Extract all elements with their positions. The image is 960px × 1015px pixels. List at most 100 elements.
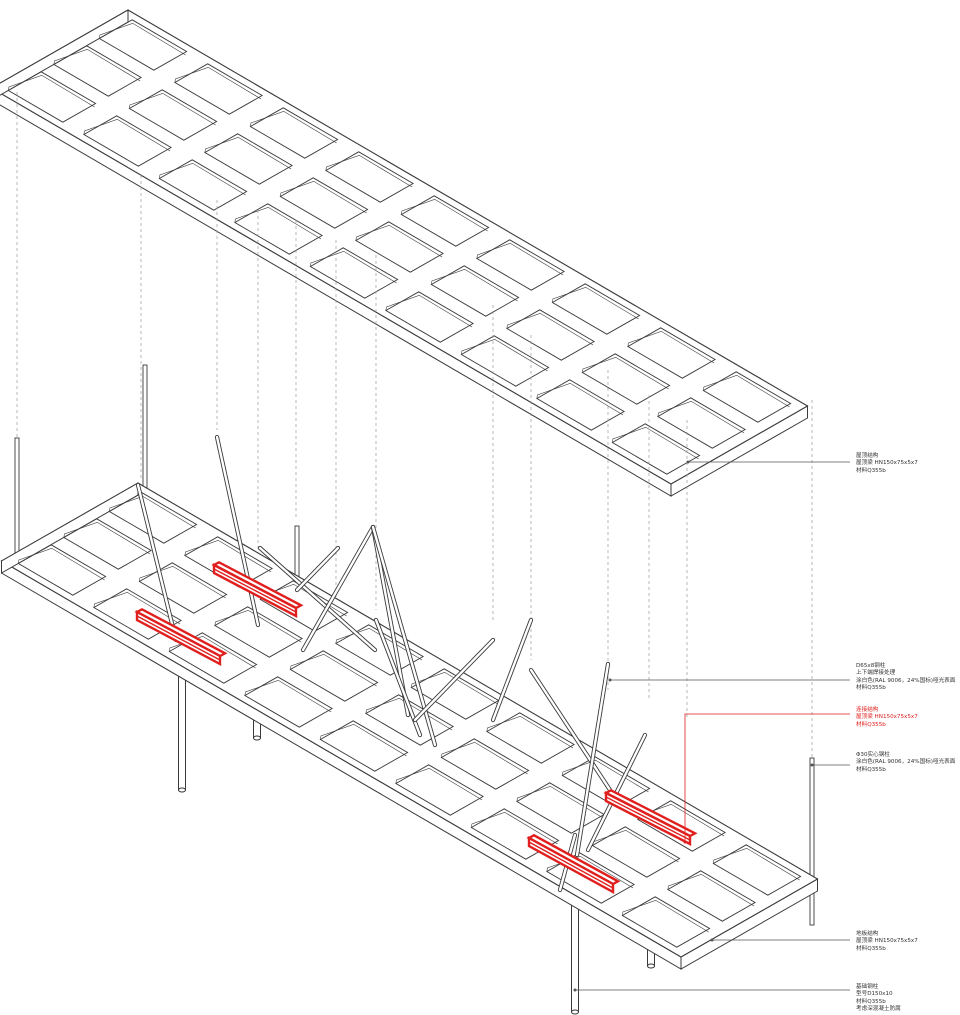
floor-grid-cell-depth [713, 847, 800, 881]
roof-grid-cell [656, 397, 747, 449]
roof-structure-grid [0, 9, 809, 497]
floor-structure-grid [0, 482, 819, 970]
floor-grid-cell [410, 668, 500, 720]
roof-grid-cell [354, 221, 445, 273]
floor-grid-cell-depth [395, 767, 483, 801]
label-foundation-columns-line2: 型号D150x10 [856, 991, 893, 998]
steel-rod-fill [413, 638, 495, 722]
floor-grid-cell [666, 870, 757, 922]
floor-grid-cell [243, 676, 334, 728]
roof-grid-cell [460, 335, 550, 387]
roof-grid-cell [626, 327, 717, 379]
roof-grid-cell [581, 353, 671, 405]
label-solid-rods-line2: 涂白色(RAL 9006，24%国标)哑光表面 [856, 759, 956, 766]
floor-grid-cell [108, 492, 198, 544]
roof-grid-cell-depth [204, 136, 292, 170]
label-steel-rods-line1: D65x8钢柱 [856, 663, 886, 669]
roof-grid-cell-depth [431, 268, 518, 302]
floor-grid-cell-depth [63, 521, 151, 555]
foundation-column-base [647, 963, 655, 969]
steel-rod-fill [491, 618, 533, 722]
floor-grid-cell [621, 896, 711, 948]
roof-grid-cell-depth [657, 400, 745, 434]
connection-beam-flange [528, 841, 614, 889]
label-connection-beams: 连接结构 屋顶梁 HN150x75x5x7 材料Q355b [856, 707, 918, 729]
label-floor-structure-line1: 地板结构 [856, 931, 879, 937]
roof-grid-cell-depth [250, 110, 337, 144]
foundation-column-base [253, 735, 261, 741]
floor-grid-cell-depth [516, 785, 604, 819]
steel-rod-fill [529, 668, 612, 792]
foundation-column-base [571, 1009, 579, 1015]
floor-grid-cell [62, 518, 153, 570]
foundation-column-base [178, 787, 186, 793]
floor-grid-cell [289, 650, 379, 702]
roof-grid-cell-depth [325, 154, 413, 188]
floor-grid-cell-depth [214, 609, 302, 643]
roof-grid-cell-depth [174, 66, 262, 100]
connection-beam-flange [605, 796, 691, 841]
label-steel-rods-line4: 材料Q355b [856, 685, 886, 692]
roof-grid-cell-depth [612, 426, 699, 460]
roof-grid-cell-depth [129, 92, 216, 126]
floor-grid-cell-depth [411, 671, 498, 705]
label-foundation-columns-line1: 基础钢柱 [856, 984, 879, 990]
floor-grid-cell-depth [139, 565, 226, 599]
label-floor-structure-line3: 材料Q355b [856, 945, 886, 952]
roof-grid-cell-depth [627, 330, 715, 364]
roof-grid-cell [702, 371, 792, 423]
steel-rod-fill [374, 618, 422, 737]
floor-grid-cell-depth [622, 899, 709, 933]
vertical-post [142, 364, 148, 496]
label-solid-rods-line3: 材料Q355b [856, 766, 886, 773]
label-solid-rods-line1: Φ30实心钢柱 [856, 752, 890, 758]
label-roof-structure: 屋顶结构 屋顶梁 HN150x75x5x7 材料Q355b [856, 453, 918, 475]
label-steel-rods-line2: 上下端焊接处理 [856, 670, 896, 677]
leader-connection-beams [684, 713, 850, 842]
roof-grid-cell-depth [476, 242, 564, 276]
floor-grid-cell-depth [562, 759, 649, 793]
roof-grid-cell [82, 115, 173, 167]
roof-grid-cell [324, 151, 415, 203]
leader-foundation-columns-dot [573, 988, 577, 992]
floor-grid-cell [485, 712, 576, 764]
floor-grid-cell-depth [93, 591, 181, 625]
steel-rod-fill [136, 483, 178, 642]
label-connection-beams-line2: 屋顶梁 HN150x75x5x7 [856, 714, 918, 721]
floor-grid-cell [591, 826, 681, 878]
roof-grid-cell [384, 291, 475, 343]
foundation-column [178, 671, 186, 791]
steel-rods [135, 434, 648, 893]
roof-grid-cell [98, 19, 188, 71]
roof-grid-cell-depth [401, 198, 488, 232]
label-connection-beams-line3: 材料Q355b [856, 721, 886, 728]
roof-grid-cell-depth [53, 48, 141, 82]
roof-grid-cell [400, 195, 490, 247]
label-floor-structure-line2: 屋顶梁 HN150x75x5x7 [856, 938, 918, 945]
roof-grid-cell [475, 239, 566, 291]
roof-grid-left-face [0, 9, 129, 96]
floor-grid-cell-depth [441, 741, 528, 775]
floor-grid-cell-depth [290, 653, 377, 687]
roof-grid-cell-depth [234, 206, 322, 240]
roof-grid-cell [173, 63, 264, 115]
roof-grid-cell-depth [8, 74, 95, 108]
steel-rod-fill [301, 525, 375, 652]
roof-grid-cell [52, 45, 143, 97]
roof-grid-cell-depth [310, 250, 397, 284]
label-steel-rods: D65x8钢柱 上下端焊接处理 涂白色(RAL 9006，24%国标)哑光表面 … [856, 663, 955, 693]
label-foundation-columns-line4: 考虑深混凝土防腐 [856, 1006, 901, 1013]
roof-grid-cell-depth [506, 312, 594, 346]
roof-grid-cell-depth [582, 356, 669, 390]
roof-grid-cell [611, 423, 701, 475]
roof-grid-cell [535, 379, 626, 431]
roof-grid-cell-depth [552, 286, 639, 320]
leader-roof-structure-dot [686, 460, 690, 464]
roof-grid-cell-depth [355, 224, 443, 258]
roof-grid-cell-depth [536, 382, 624, 416]
floor-grid-cell [394, 764, 485, 816]
floor-grid-cell [712, 844, 802, 896]
connection-beam-flange [213, 568, 297, 613]
label-solid-rods: Φ30实心钢柱 涂白色(RAL 9006，24%国标)哑光表面 材料Q355b [856, 752, 955, 774]
floor-grid-cell-depth [18, 547, 105, 581]
